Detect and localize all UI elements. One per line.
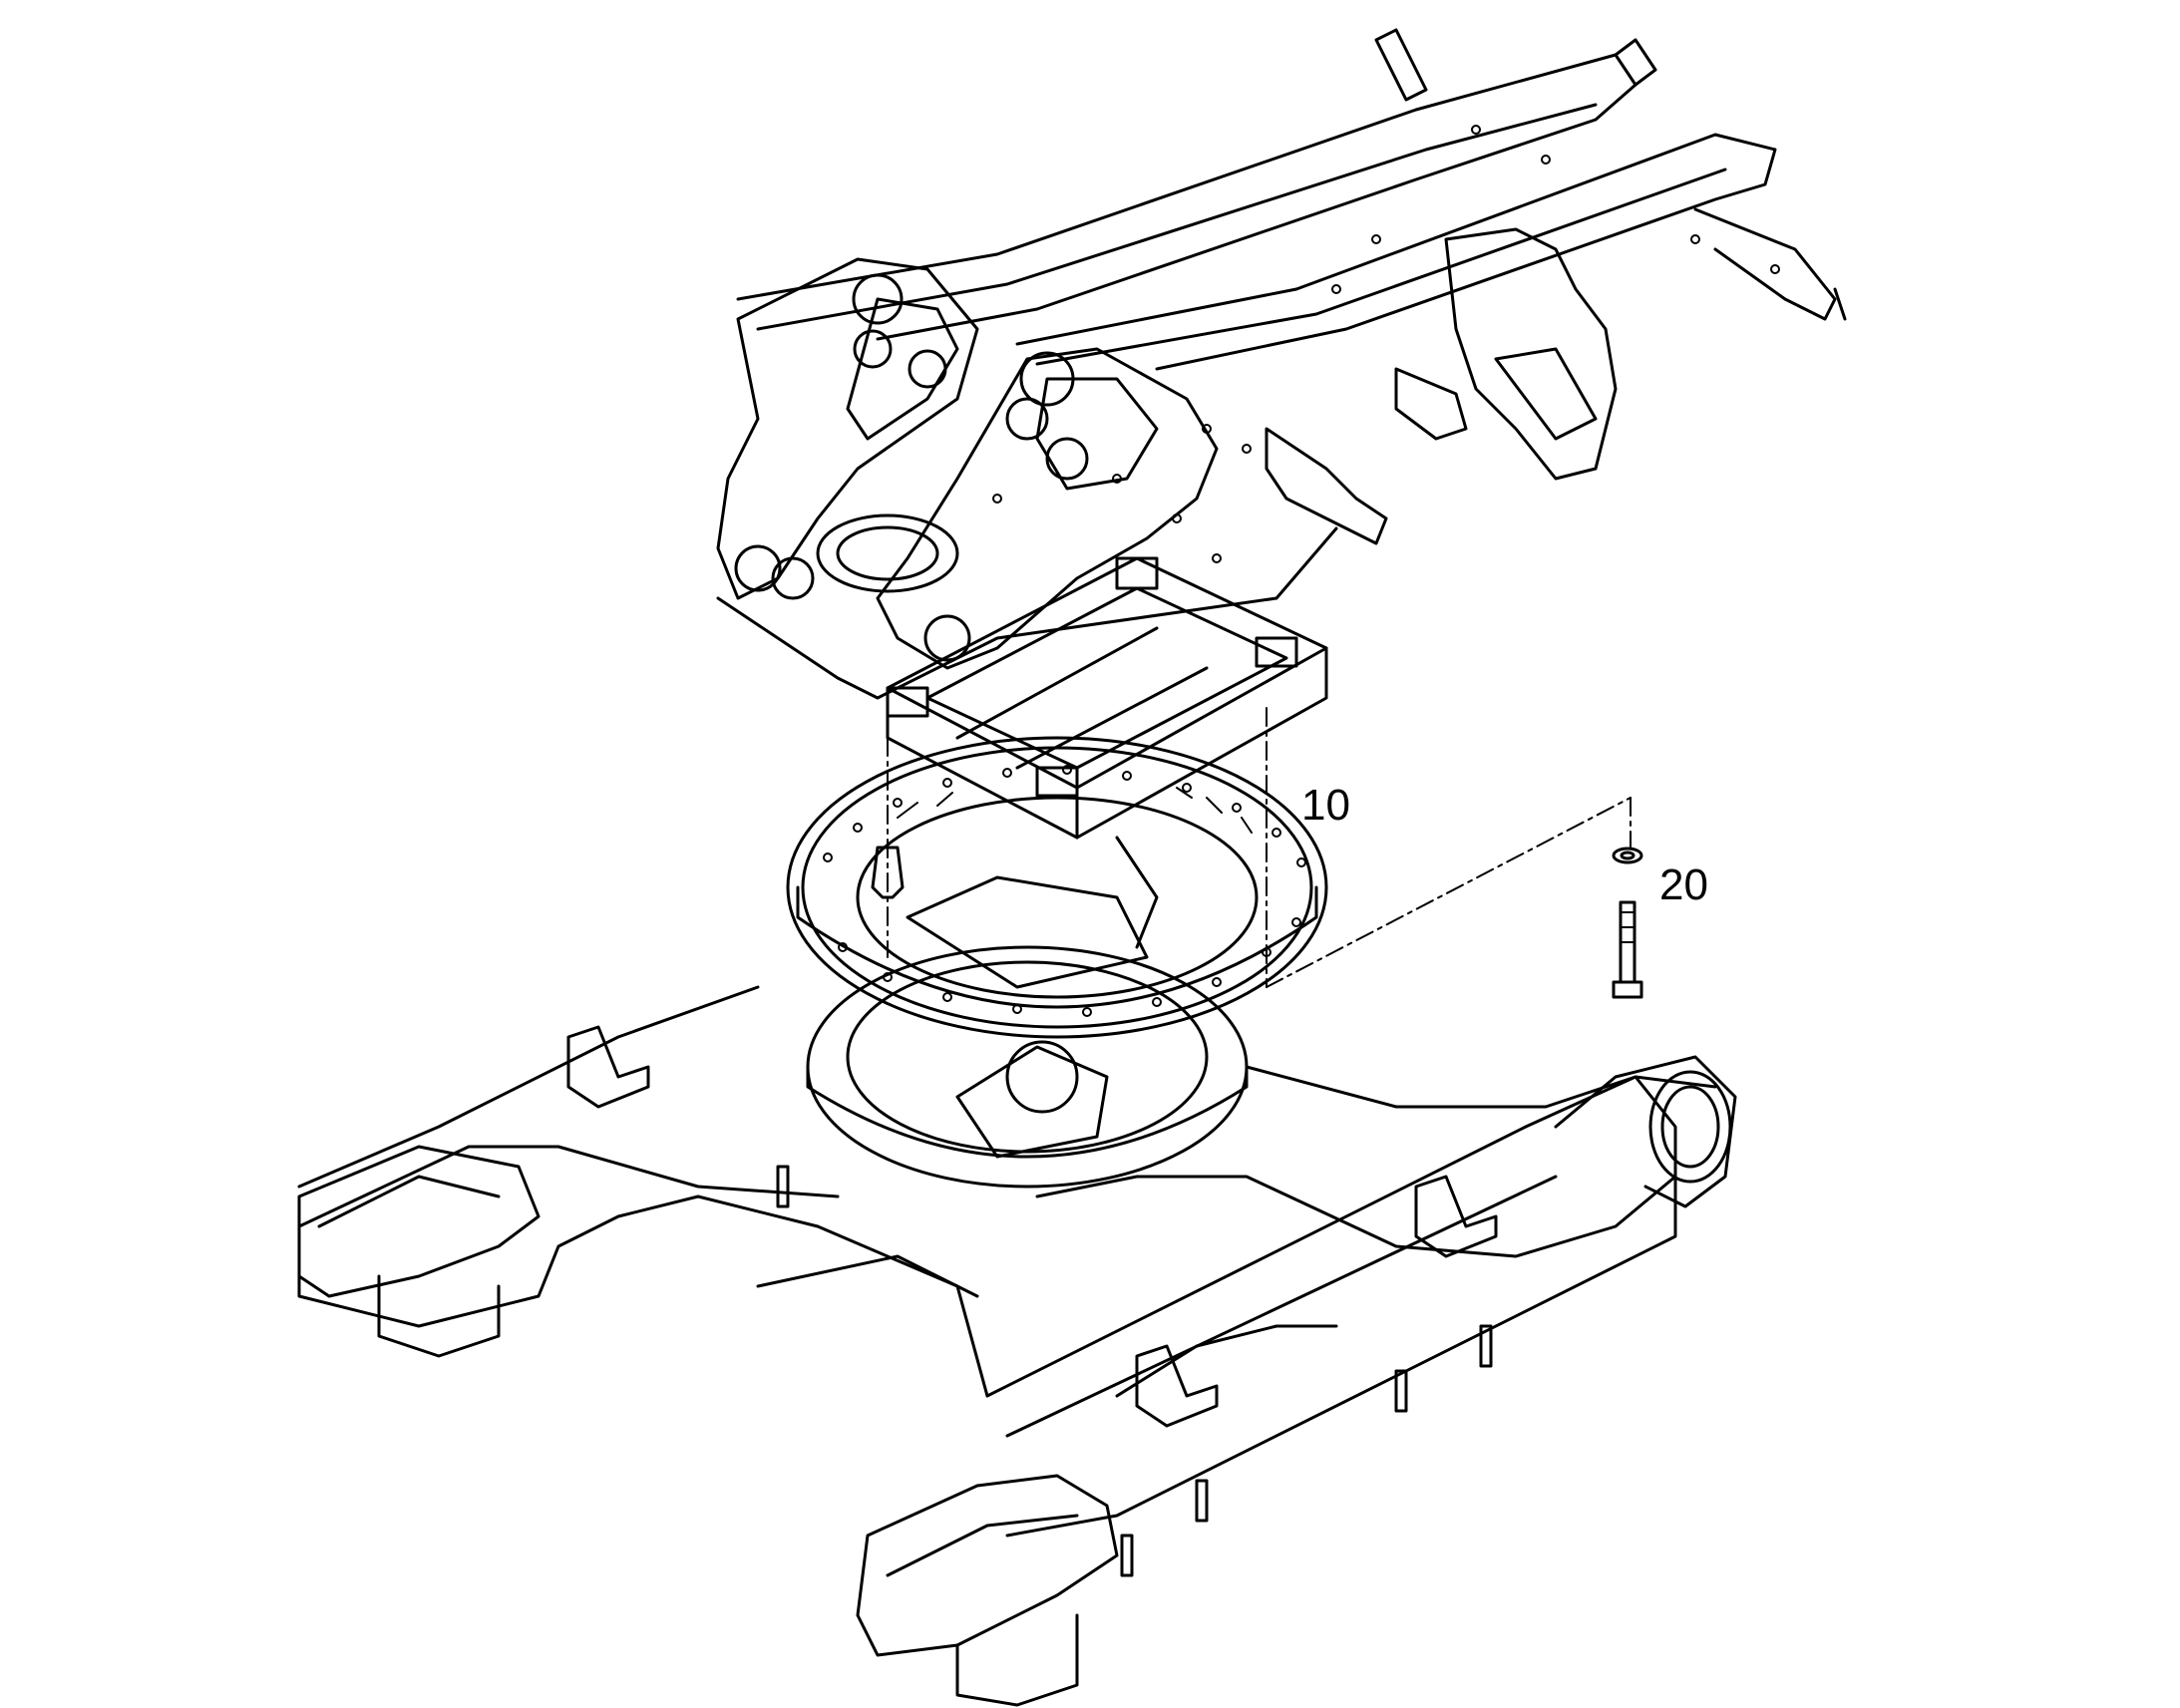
callout-item-10: 10 [1301,781,1350,830]
callout-item-20: 20 [1659,860,1708,909]
slewing-ring [786,736,1328,1039]
mounting-bracket [886,556,1328,840]
assembly-leader-lines [887,707,1632,988]
upper-frame [716,28,1847,700]
bolt-and-washer [1612,847,1643,999]
undercarriage [297,945,1737,1707]
